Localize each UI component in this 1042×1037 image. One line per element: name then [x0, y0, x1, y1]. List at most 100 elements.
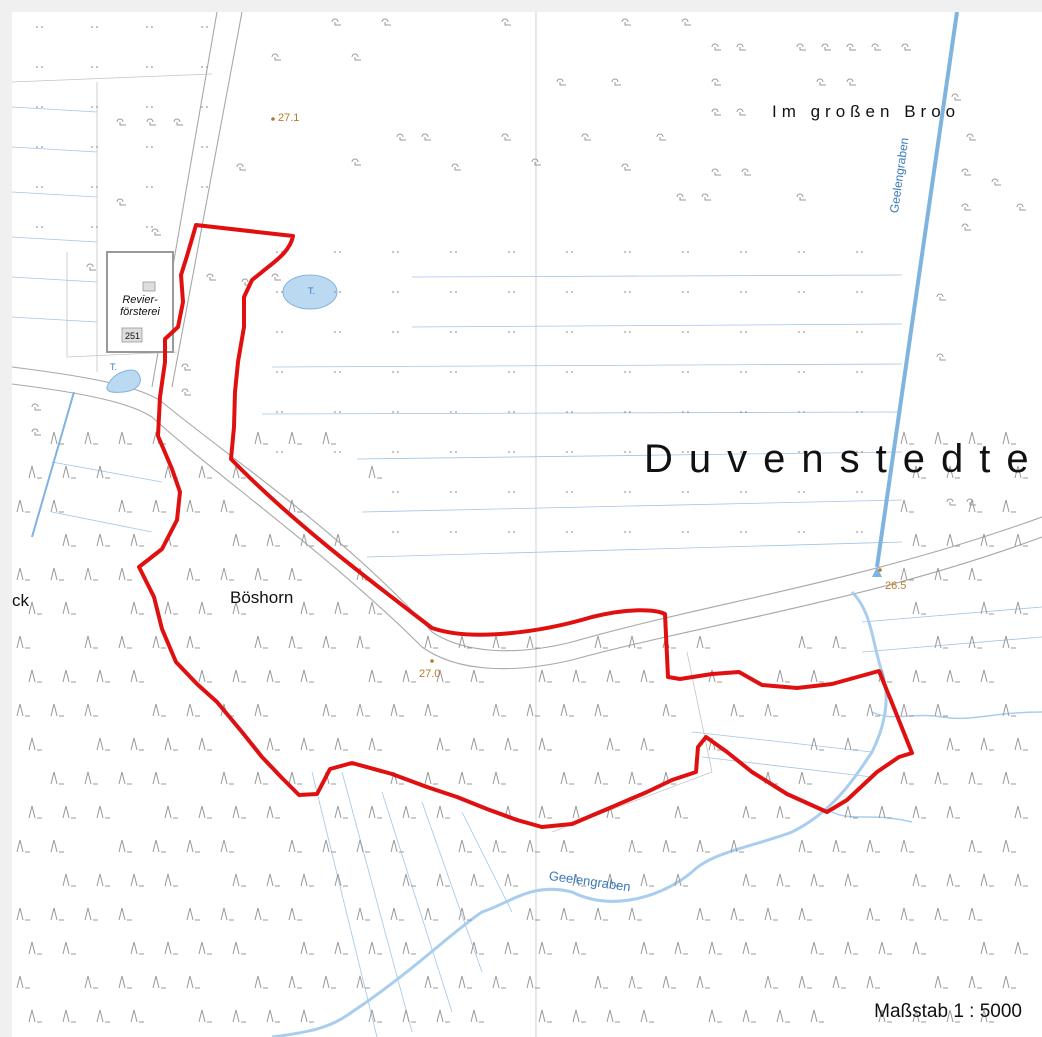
field-ditches: [12, 106, 1042, 1037]
wetland-dots: [798, 371, 805, 373]
forest-symbol: [322, 703, 337, 717]
forest-symbol: [254, 703, 269, 717]
forest-symbol: [118, 839, 133, 853]
wetland-dots: [334, 451, 341, 453]
forest-symbol: [198, 601, 213, 615]
forest-symbol: [96, 1009, 111, 1023]
wetland-dots: [566, 331, 573, 333]
meadow-symbol: [991, 178, 1002, 186]
wetland-dots: [682, 531, 689, 533]
wetland-dots: [392, 491, 399, 493]
forest-symbol: [198, 1009, 213, 1023]
forest-symbol: [152, 839, 167, 853]
forest-symbol: [16, 635, 31, 649]
forest-symbol: [810, 941, 825, 955]
forest-symbol: [572, 941, 587, 955]
forest-symbol: [62, 669, 77, 683]
meadow-symbol: [116, 198, 127, 206]
meadow-symbol: [741, 168, 752, 176]
forest-symbol: [130, 601, 145, 615]
meadow-symbol: [846, 78, 857, 86]
wetland-dots: [740, 531, 747, 533]
forest-symbol: [640, 873, 655, 887]
forest-symbol: [526, 635, 541, 649]
map-canvas[interactable]: Duvenstedte Im großen Broo Böshorn ck Re…: [12, 12, 1042, 1037]
meadow-symbol: [901, 43, 912, 51]
forest-symbol: [368, 669, 383, 683]
forest-symbol: [288, 635, 303, 649]
meadow-symbol: [621, 163, 632, 171]
spot-height-dot: [878, 568, 882, 572]
wetland-dots: [146, 106, 153, 108]
meadow-symbol: [816, 78, 827, 86]
forest-symbol: [254, 635, 269, 649]
meadow-symbol: [681, 18, 692, 26]
forest-symbol: [946, 533, 961, 547]
forest-symbol: [832, 635, 847, 649]
forest-symbol: [130, 669, 145, 683]
forest-symbol: [628, 839, 643, 853]
forest-symbol: [198, 465, 213, 479]
forest-symbol: [186, 703, 201, 717]
wetland-dots: [624, 371, 631, 373]
forest-symbol: [424, 635, 439, 649]
wetland-dots: [740, 491, 747, 493]
forest-symbol: [16, 839, 31, 853]
forest-symbol: [322, 975, 337, 989]
forest-symbol: [16, 499, 31, 513]
wetland-dots: [91, 146, 98, 148]
forest-symbol: [118, 907, 133, 921]
forest-symbol: [300, 601, 315, 615]
forest-symbol: [118, 635, 133, 649]
forest-symbol: [186, 907, 201, 921]
forest-symbol: [968, 567, 983, 581]
forest-symbol: [844, 737, 859, 751]
forest-symbol: [1014, 805, 1029, 819]
forest-symbol: [470, 737, 485, 751]
spot-height-label: 26.5: [885, 580, 907, 592]
project-boundary-outline: [137, 223, 914, 829]
wetland-dots: [334, 331, 341, 333]
forest-symbol: [810, 873, 825, 887]
meadow-symbol: [736, 43, 747, 51]
wetland-dots: [508, 411, 515, 413]
wetland-dots: [624, 291, 631, 293]
forest-symbol: [458, 771, 473, 785]
wetland-dots: [201, 146, 208, 148]
forest-symbol: [16, 703, 31, 717]
forest-symbol: [220, 907, 235, 921]
forest-symbol: [152, 771, 167, 785]
wetland-dots: [450, 531, 457, 533]
meadow-symbol: [871, 43, 882, 51]
forest-symbol: [640, 1009, 655, 1023]
meadow-symbol: [1016, 203, 1027, 211]
building-name-label: Revier- försterei: [112, 294, 168, 318]
forest-symbol: [334, 941, 349, 955]
vegetation-symbols: [16, 18, 1029, 1023]
forest-symbol: [356, 635, 371, 649]
meadow-symbol: [961, 168, 972, 176]
forest-symbol: [934, 907, 949, 921]
forest-symbol: [322, 635, 337, 649]
forest-symbol: [118, 431, 133, 445]
forest-symbol: [538, 941, 553, 955]
forest-symbol: [266, 669, 281, 683]
forest-symbol: [866, 975, 881, 989]
forest-symbol: [1014, 737, 1029, 751]
forest-symbol: [84, 907, 99, 921]
forest-symbol: [300, 1009, 315, 1023]
forest-symbol: [560, 907, 575, 921]
forest-symbol: [968, 907, 983, 921]
wetland-dots: [798, 251, 805, 253]
meadow-symbol: [396, 133, 407, 141]
forest-symbol: [356, 907, 371, 921]
place-label-boeshorn: Böshorn: [230, 588, 294, 607]
place-label-duvenstedter: Duvenstedte: [644, 437, 1042, 481]
wetland-dots: [450, 331, 457, 333]
wetland-dots: [91, 106, 98, 108]
forest-symbol: [28, 941, 43, 955]
wetland-dots: [508, 491, 515, 493]
forest-symbol: [900, 839, 915, 853]
forest-symbol: [198, 941, 213, 955]
forest-symbol: [640, 941, 655, 955]
